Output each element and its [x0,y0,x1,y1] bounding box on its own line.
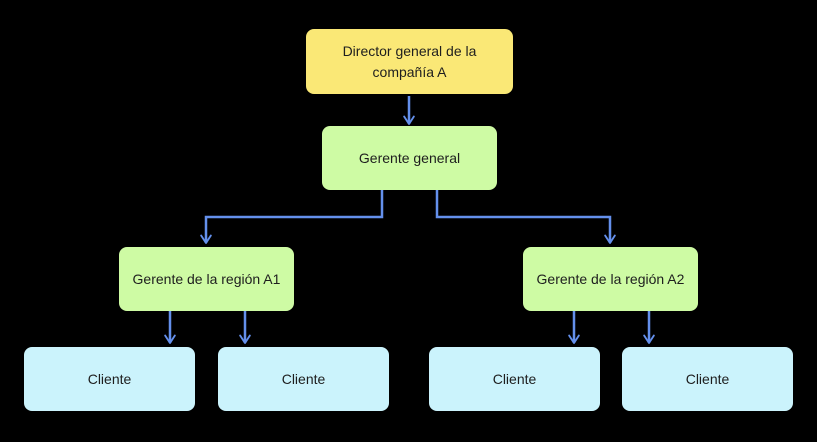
node-gerente-region-a2-label: Gerente de la región A2 [536,270,685,287]
node-cliente-3-label: Cliente [492,370,537,387]
node-gerente-region-a1-label: Gerente de la región A1 [132,270,281,287]
edge-gerente-general-to-region-a1 [200,190,384,244]
node-director-general[interactable]: Director general de la compañía A [306,29,513,94]
node-gerente-general[interactable]: Gerente general [322,126,497,190]
node-cliente-2[interactable]: Cliente [218,347,389,411]
node-cliente-4[interactable]: Cliente [622,347,793,411]
edge-gerente-general-to-region-a2 [435,190,616,244]
node-cliente-1[interactable]: Cliente [24,347,195,411]
node-cliente-4-label: Cliente [685,370,730,387]
node-cliente-2-label: Cliente [281,370,326,387]
node-gerente-region-a2[interactable]: Gerente de la región A2 [523,247,698,311]
node-gerente-region-a1[interactable]: Gerente de la región A1 [119,247,294,311]
node-director-general-label: Director general de la compañía A [342,43,477,80]
node-cliente-3[interactable]: Cliente [429,347,600,411]
node-gerente-general-label: Gerente general [358,149,461,166]
node-cliente-1-label: Cliente [87,370,132,387]
